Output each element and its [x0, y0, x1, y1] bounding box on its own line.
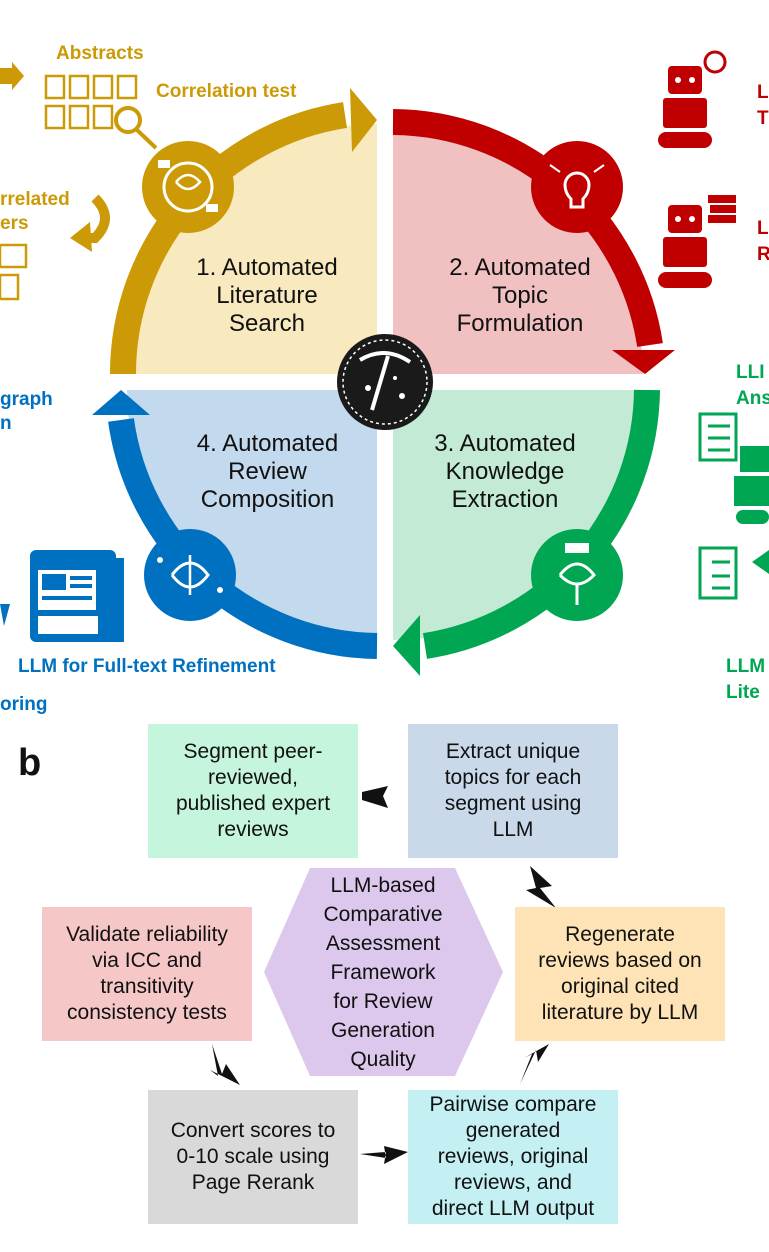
curved-arrow-icon: [85, 194, 110, 243]
right-green-top-label: LLI Ans: [736, 362, 769, 409]
robot-books-icon: [658, 195, 736, 288]
oring-label: oring: [0, 694, 48, 715]
arrow-regenerate-to-pairwise: [520, 1044, 549, 1084]
quadrant-3-fill: [393, 390, 643, 640]
checklist-2-icon: [698, 546, 738, 600]
quadrant-2-fill: [393, 124, 643, 374]
abstract-documents-icon: [44, 74, 138, 130]
right-top-label: L T: [757, 82, 769, 129]
step-extract-box: Extract unique topics for each segment u…: [408, 724, 618, 858]
pickaxe-icon: [337, 334, 433, 430]
lightbulb-icon: [531, 141, 623, 233]
quadrant-4-fill: [127, 390, 377, 640]
full-text-refinement-label: LLM for Full-text Refinement: [18, 656, 276, 677]
arrow-down-blue-icon: [0, 604, 10, 626]
quadrant-3-label: 3. Automated Knowledge Extraction: [434, 430, 576, 513]
correlated-papers-label: rrelated ers: [0, 189, 70, 234]
arrow-head-3: [393, 615, 420, 676]
arrow-convert-to-validate: [210, 1044, 240, 1085]
center-framework-label: LLM-based Comparative Assessment Framewo…: [323, 873, 443, 1071]
step-validate-box: Validate reliability via ICC and transit…: [42, 907, 252, 1041]
arrow-left-green-icon: [752, 550, 769, 574]
paragraph-label: graph n: [0, 389, 53, 434]
cycle-diagram: [0, 50, 769, 676]
quadrant-4-label: 4. Automated Review Composition: [196, 430, 339, 513]
arrow-pairwise-to-convert: [360, 1146, 408, 1164]
step-pairwise-box: Pairwise compare generated reviews, orig…: [408, 1090, 618, 1224]
panel-b-label: b: [18, 742, 42, 784]
quadrant-1-fill: [127, 124, 377, 374]
tree-brain-icon: [531, 529, 623, 621]
quadrant-2-label: 2. Automated Topic Formulation: [449, 254, 591, 337]
step-convert-box: Convert scores to 0-10 scale using Page …: [148, 1090, 358, 1224]
arrow-head-4: [92, 390, 150, 415]
robot-green-icon: [734, 446, 769, 524]
curved-arrow-head: [70, 222, 92, 252]
newspaper-icon: [30, 550, 124, 642]
brain-search-icon: [142, 141, 234, 233]
papers-icon: [0, 243, 28, 301]
right-mid-label: L R: [757, 218, 769, 265]
quadrant-1-label: 1. Automated Literature Search: [196, 254, 338, 337]
step-segment-box: Segment peer- reviewed, published expert…: [148, 724, 358, 858]
arrow-extract-to-regenerate: [526, 866, 556, 908]
arrow-segment-to-extract: [362, 786, 410, 808]
magnifier-icon: [114, 106, 158, 150]
arrow-head-2: [612, 350, 675, 374]
arrow-head-1: [350, 88, 377, 152]
arrow-right-icon: [0, 62, 24, 90]
right-green-bottom-label: LLM Lite: [726, 656, 766, 703]
checklist-icon: [698, 412, 738, 462]
correlation-test-label: Correlation test: [156, 81, 297, 102]
brain-circuit-icon: [144, 529, 236, 621]
step-regenerate-box: Regenerate reviews based on original cit…: [515, 907, 725, 1041]
robot-idea-icon: [658, 50, 727, 148]
abstracts-label: Abstracts: [56, 43, 144, 64]
